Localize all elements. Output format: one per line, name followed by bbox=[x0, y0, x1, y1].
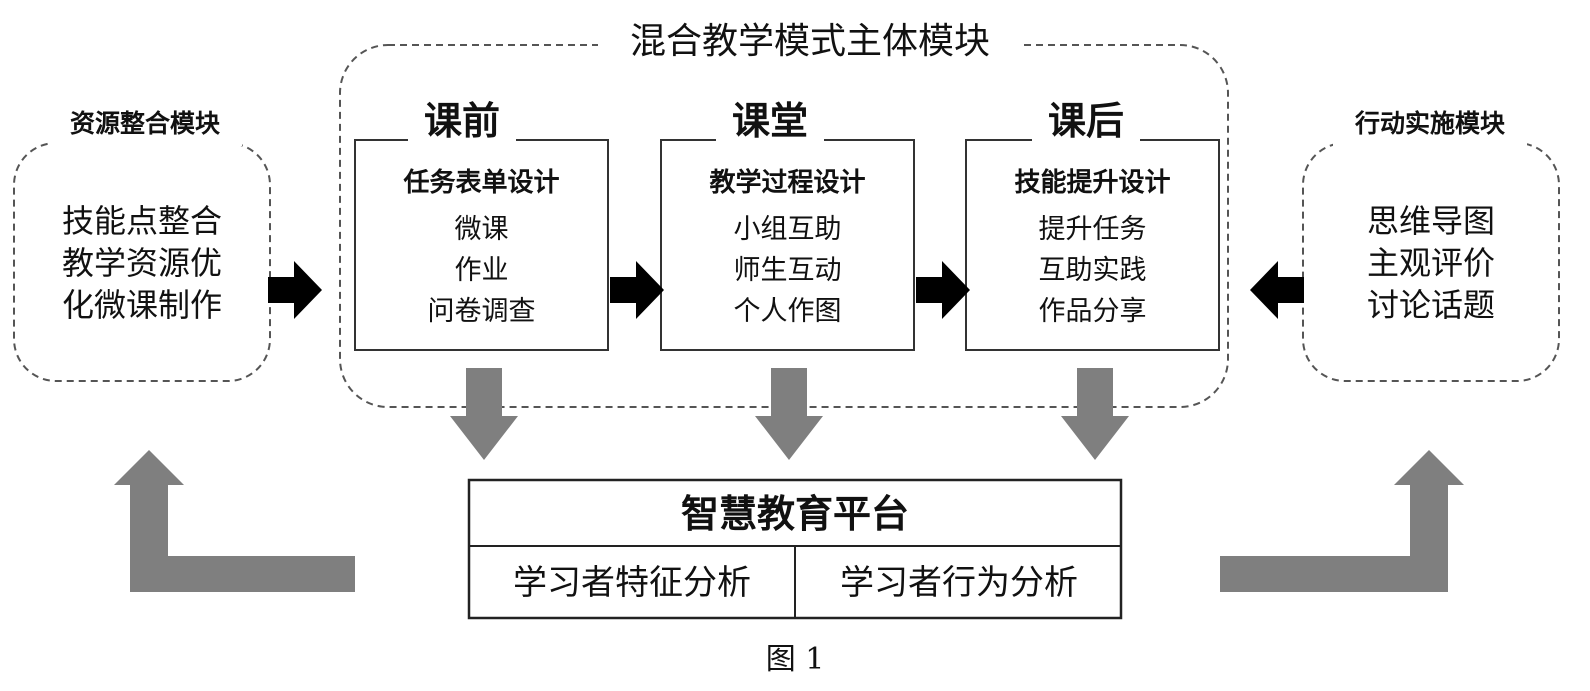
right-module-line: 讨论话题 bbox=[1366, 286, 1495, 324]
stage-item: 小组互助 bbox=[733, 214, 842, 245]
platform-title: 智慧教育平台 bbox=[680, 492, 909, 536]
stage-title: 教学过程设计 bbox=[709, 168, 866, 198]
black-arrow-pre-to-in bbox=[610, 261, 664, 319]
stage-item: 互助实践 bbox=[1038, 255, 1147, 286]
stage-item: 作业 bbox=[454, 255, 509, 286]
left-module-line: 化微课制作 bbox=[61, 286, 222, 324]
stage-tab-post: 课后 bbox=[1032, 94, 1140, 148]
main-module-title: 混合教学模式主体模块 bbox=[598, 14, 1022, 70]
gray-arrow-in-down bbox=[755, 368, 823, 460]
stage-content-post: 技能提升设计 提升任务 互助实践 作品分享 bbox=[966, 170, 1219, 325]
right-module-line: 主观评价 bbox=[1366, 244, 1495, 282]
stage-box-pre bbox=[354, 139, 609, 351]
left-module-line: 技能点整合 bbox=[61, 202, 222, 240]
gray-arrow-pre-down bbox=[450, 368, 518, 460]
right-module-line: 思维导图 bbox=[1366, 202, 1495, 240]
figure-caption: 图 1 bbox=[765, 642, 825, 677]
platform-cell-features: 学习者特征分析 bbox=[513, 563, 751, 603]
stage-item: 师生互动 bbox=[733, 255, 842, 286]
gray-arrow-post-down bbox=[1061, 368, 1129, 460]
stage-item: 作品分享 bbox=[1038, 296, 1147, 327]
right-module-title: 行动实施模块 bbox=[1333, 100, 1527, 146]
left-module-line: 教学资源优 bbox=[61, 244, 222, 282]
stage-box-post bbox=[965, 139, 1220, 351]
gray-elbow-arrow-left bbox=[114, 450, 355, 592]
stage-box-in bbox=[660, 139, 915, 351]
stage-item: 微课 bbox=[454, 214, 509, 245]
stage-item: 问卷调查 bbox=[427, 296, 536, 327]
black-arrow-left-to-main bbox=[268, 261, 322, 319]
stage-content-pre: 任务表单设计 微课 作业 问卷调查 bbox=[355, 170, 608, 325]
black-arrow-right-to-main bbox=[1250, 261, 1304, 319]
stage-title: 技能提升设计 bbox=[1014, 168, 1171, 198]
right-module-content: 思维导图 主观评价 讨论话题 bbox=[1303, 205, 1559, 321]
stage-tab-pre: 课前 bbox=[408, 94, 516, 148]
left-module-title: 资源整合模块 bbox=[48, 100, 242, 146]
stage-title: 任务表单设计 bbox=[403, 168, 560, 198]
platform-cell-behavior: 学习者行为分析 bbox=[840, 563, 1078, 603]
stage-item: 个人作图 bbox=[733, 296, 842, 327]
stage-item: 提升任务 bbox=[1038, 214, 1147, 245]
stage-content-in: 教学过程设计 小组互助 师生互动 个人作图 bbox=[661, 170, 914, 325]
left-module-content: 技能点整合 教学资源优 化微课制作 bbox=[14, 205, 270, 321]
gray-elbow-arrow-right bbox=[1220, 450, 1464, 592]
stage-tab-in: 课堂 bbox=[716, 94, 824, 148]
black-arrow-in-to-post bbox=[916, 261, 970, 319]
